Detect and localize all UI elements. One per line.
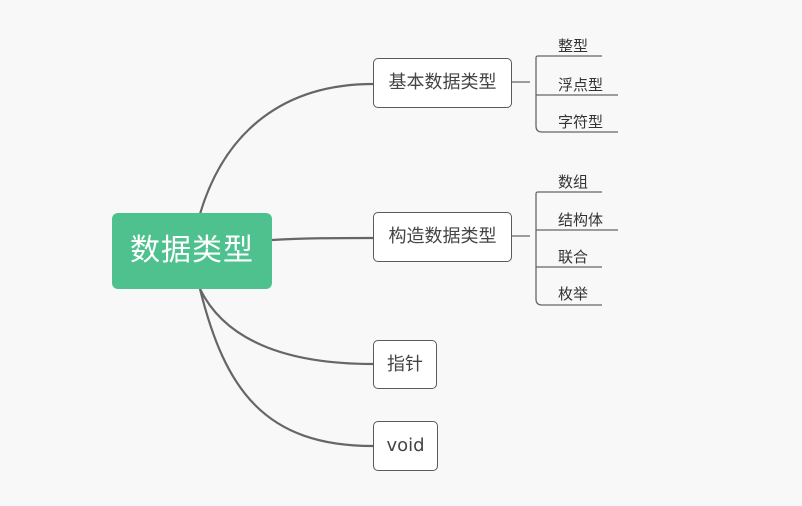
edge-root-to-basic [198,82,374,215]
edge-root-to-struct [271,236,374,242]
edge-root-to-void [198,288,374,448]
branch-node-pointer: 指针 [373,340,437,389]
branch-node-void: void [373,421,438,471]
edge-root-to-pointer [199,288,374,366]
leaf-array: 数组 [558,173,589,191]
branch-node-basic-types: 基本数据类型 [373,58,512,108]
edge-struct-bracket [512,191,618,306]
leaf-integer: 整型 [558,37,589,55]
leaf-char: 字符型 [558,113,604,131]
leaf-union: 联合 [558,248,589,266]
branch-node-constructed-types: 构造数据类型 [373,212,512,262]
root-node-data-types: 数据类型 [112,213,272,289]
leaf-struct: 结构体 [558,211,604,229]
leaf-float: 浮点型 [558,76,604,94]
leaf-enum: 枚举 [558,285,589,303]
edge-basic-bracket [512,55,618,133]
